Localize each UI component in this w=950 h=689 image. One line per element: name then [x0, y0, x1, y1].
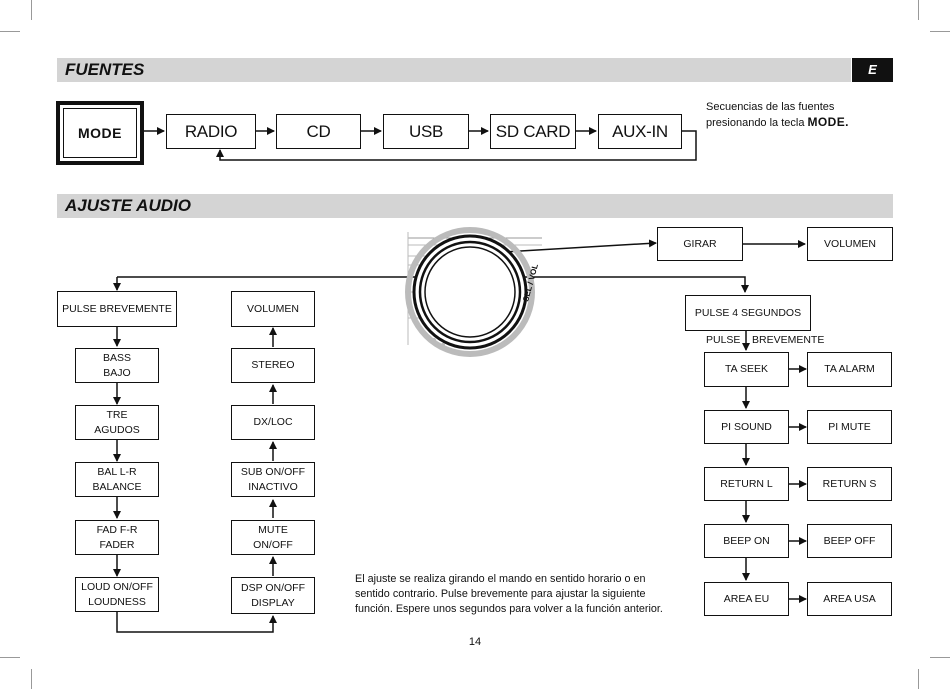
crop-mark — [31, 669, 32, 689]
fuentes-note: Secuencias de las fuentes presionando la… — [706, 100, 898, 131]
crop-mark — [31, 0, 32, 20]
left-item-box: FAD F-R FADER — [75, 520, 159, 555]
brevemente-label: BREVEMENTE — [752, 334, 825, 346]
fuentes-title: FUENTES — [65, 60, 145, 79]
fuentes-note-key: MODE. — [807, 115, 849, 129]
mode-button[interactable]: MODE — [56, 101, 144, 165]
left-item-line1: TRE — [106, 408, 128, 421]
pulse-label: PULSE — [706, 334, 741, 346]
crop-mark — [918, 0, 919, 20]
volumen-box: VOLUMEN — [807, 227, 893, 261]
right-left-label: PI SOUND — [721, 420, 772, 433]
crop-mark — [930, 657, 950, 658]
left-item-box: BAL L-R BALANCE — [75, 462, 159, 497]
girar-box: GIRAR — [657, 227, 743, 261]
left-item-line1: BAL L-R — [97, 465, 137, 478]
right-right-box: BEEP OFF — [807, 524, 892, 558]
mid-item-line1: SUB ON/OFF — [240, 465, 306, 478]
mid-item-line1: MUTE — [258, 523, 288, 536]
left-item-box: LOUD ON/OFF LOUDNESS — [75, 577, 159, 612]
right-right-label: AREA USA — [823, 592, 876, 605]
right-right-label: BEEP OFF — [823, 534, 876, 547]
source-aux-in: AUX-IN — [598, 114, 682, 149]
mid-item-line1: STEREO — [251, 359, 295, 371]
volumen-label: VOLUMEN — [824, 237, 876, 250]
right-right-label: PI MUTE — [828, 420, 871, 433]
mid-item-line2: DISPLAY — [251, 596, 295, 609]
pulse-4-segundos-label: PULSE 4 SEGUNDOS — [694, 306, 802, 319]
left-item-box: BASS BAJO — [75, 348, 159, 383]
pulse-4-segundos-box: PULSE 4 SEGUNDOS — [685, 295, 811, 331]
right-left-label: TA SEEK — [725, 363, 768, 375]
right-right-label: RETURN S — [822, 477, 877, 490]
mid-item-box: DX/LOC — [231, 405, 315, 440]
mid-item-box: STEREO — [231, 348, 315, 383]
mid-item-box: SUB ON/OFF INACTIVO — [231, 462, 315, 497]
crop-mark — [918, 669, 919, 689]
pulse-brevemente-box: PULSE BREVEMENTE — [57, 291, 177, 327]
right-right-box: TA ALARM — [807, 352, 892, 387]
left-item-line2: FADER — [99, 538, 135, 551]
right-right-box: AREA USA — [807, 582, 892, 616]
mid-item-line2: INACTIVO — [248, 480, 298, 493]
crop-mark — [930, 31, 950, 32]
ajuste-explanation: El ajuste se realiza girando el mando en… — [355, 573, 663, 615]
crop-mark — [0, 657, 20, 658]
left-item-line1: FAD F-R — [96, 523, 138, 536]
left-item-line1: BASS — [102, 351, 131, 364]
left-item-line2: AGUDOS — [94, 423, 140, 436]
language-tag: E — [852, 58, 893, 82]
fuentes-header-band — [57, 58, 851, 82]
source-cd: CD — [276, 114, 361, 149]
right-right-box: PI MUTE — [807, 410, 892, 444]
pulse-brevemente-label: PULSE BREVEMENTE — [62, 302, 172, 315]
right-right-box: RETURN S — [807, 467, 892, 501]
source-usb: USB — [383, 114, 469, 149]
right-left-label: RETURN L — [720, 477, 773, 490]
mid-item-line1: VOLUMEN — [247, 302, 299, 315]
left-item-box: TRE AGUDOS — [75, 405, 159, 440]
right-left-box: TA SEEK — [704, 352, 789, 387]
ajuste-title: AJUSTE AUDIO — [65, 196, 191, 215]
mode-button-label: MODE — [63, 108, 137, 158]
mid-item-line1: DX/LOC — [253, 416, 293, 428]
fuentes-note-text: Secuencias de las fuentes presionando la… — [706, 101, 835, 129]
left-item-line2: LOUDNESS — [88, 595, 146, 608]
girar-label: GIRAR — [683, 237, 717, 250]
crop-mark — [0, 31, 20, 32]
left-item-line1: LOUD ON/OFF — [81, 580, 153, 593]
right-left-box: AREA EU — [704, 582, 789, 616]
ajuste-header-band — [57, 194, 893, 218]
source-sd-card: SD CARD — [490, 114, 576, 149]
right-left-label: AREA EU — [723, 592, 770, 605]
mid-item-line2: ON/OFF — [253, 538, 293, 551]
source-radio: RADIO — [166, 114, 256, 149]
mid-item-box: DSP ON/OFF DISPLAY — [231, 577, 315, 614]
right-right-label: TA ALARM — [824, 363, 875, 375]
mid-item-box: MUTE ON/OFF — [231, 520, 315, 555]
mid-item-line1: DSP ON/OFF — [241, 581, 305, 594]
left-item-line2: BAJO — [103, 366, 131, 379]
right-left-box: RETURN L — [704, 467, 789, 501]
left-item-line2: BALANCE — [92, 480, 142, 493]
mid-item-box: VOLUMEN — [231, 291, 315, 327]
right-left-box: PI SOUND — [704, 410, 789, 444]
right-left-box: BEEP ON — [704, 524, 789, 558]
right-left-label: BEEP ON — [723, 534, 770, 547]
page-number: 14 — [468, 636, 482, 648]
